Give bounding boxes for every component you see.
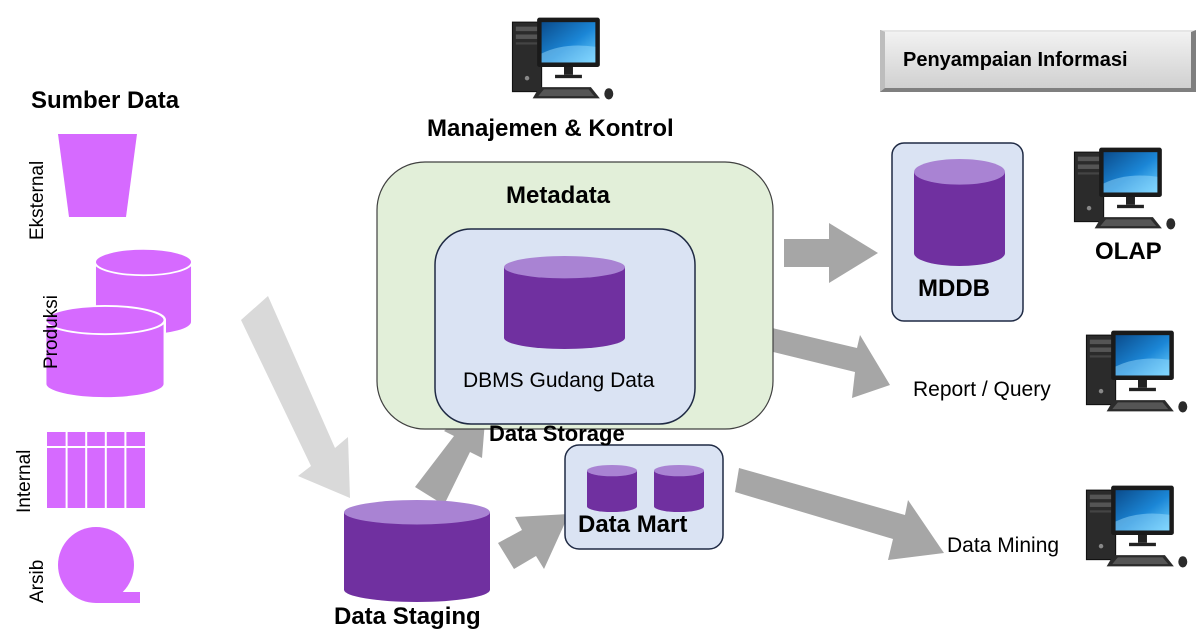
dbms-label: DBMS Gudang Data	[463, 369, 655, 392]
data-mart-cylinder	[587, 465, 637, 512]
arrow-staging-to-mart	[498, 514, 569, 569]
computer-icon	[1085, 330, 1188, 414]
report-query-label: Report / Query	[913, 378, 1051, 401]
mddb-cylinder	[914, 159, 1005, 266]
data-mart-label: Data Mart	[578, 511, 688, 538]
label-archive: Arsib	[27, 559, 48, 603]
label-external: Eksternal	[27, 160, 48, 240]
label-internal: Internal	[14, 449, 35, 513]
computer-icon	[1085, 485, 1188, 569]
mddb-label: MDDB	[918, 275, 990, 302]
arrow-metadata-to-mddb	[784, 223, 878, 283]
label-production: Produksi	[41, 295, 62, 369]
metadata-label: Metadata	[506, 182, 611, 209]
production-cylinder-front	[44, 305, 166, 399]
internal-source-grid	[47, 432, 145, 508]
staging-cylinder	[344, 500, 490, 602]
computer-icon	[511, 17, 614, 101]
sources-title: Sumber Data	[31, 87, 180, 114]
external-source-shape	[58, 134, 137, 217]
dbms-cylinder	[504, 256, 625, 349]
data-staging-label: Data Staging	[334, 603, 481, 630]
management-label: Manajemen & Kontrol	[427, 115, 674, 142]
delivery-header: Penyampaian Informasi	[903, 49, 1128, 71]
computer-icon	[1073, 147, 1176, 231]
data-mart-cylinder	[654, 465, 704, 512]
delivery-header-bar	[880, 30, 1196, 92]
data-mining-label: Data Mining	[947, 534, 1060, 557]
arrow-sources-to-staging	[241, 296, 350, 498]
arrow-mart-to-mining	[735, 468, 944, 560]
data-storage-label: Data Storage	[489, 421, 625, 446]
archive-source-tape	[58, 527, 140, 603]
olap-label: OLAP	[1095, 238, 1162, 265]
